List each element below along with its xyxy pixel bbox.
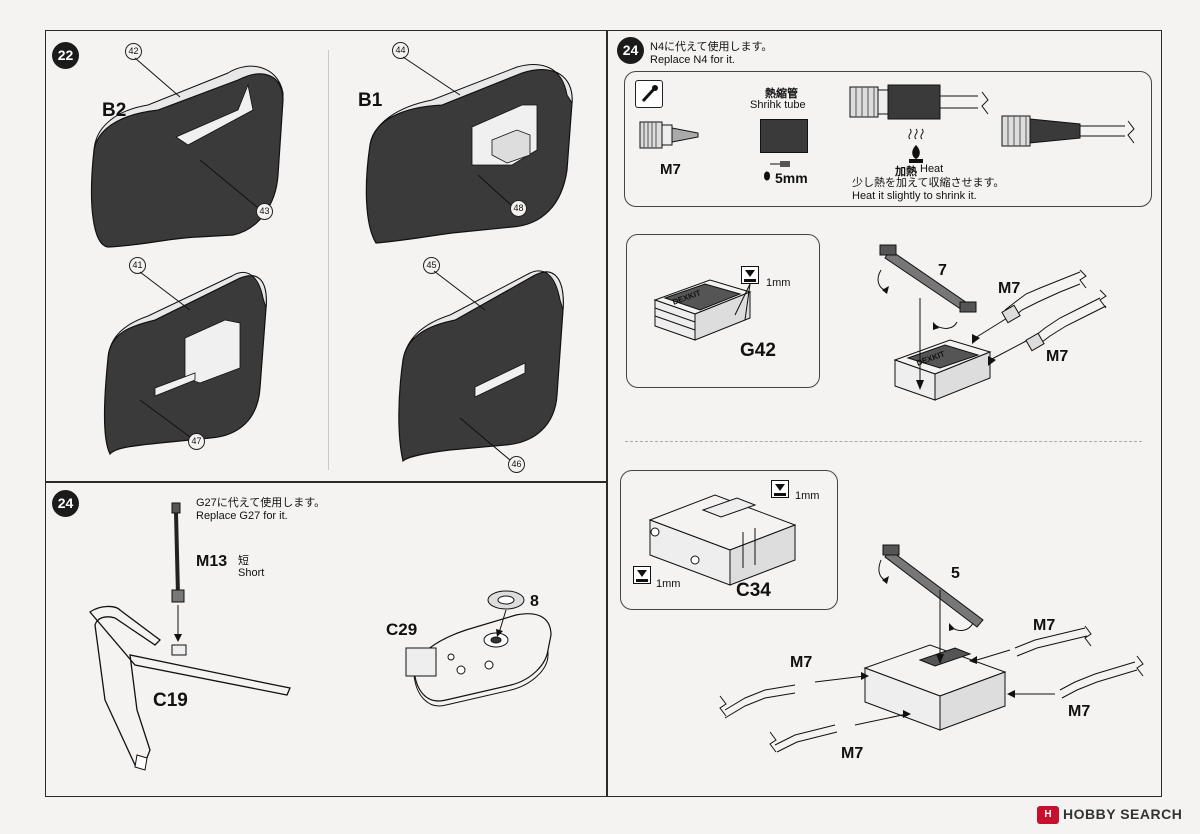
g42-detail-box: [626, 234, 820, 388]
g42-part-drawing: [653, 279, 752, 341]
part-label-g42: G42: [740, 340, 776, 361]
callout-41: 41: [129, 257, 146, 274]
c19-part-drawing: [89, 605, 291, 771]
tube-en: Shrihk tube: [750, 99, 806, 111]
panel-divider: [625, 441, 1142, 442]
callout-43: 43: [256, 203, 273, 220]
callout-45: 45: [423, 257, 440, 274]
tube-jp: 熱縮管: [765, 88, 798, 100]
shrink-jp: 少し熱を加えて収縮させます。: [852, 177, 1005, 189]
step-22-panel: [45, 30, 608, 483]
step-number-24-right: 24: [617, 37, 644, 64]
heat-jp: 加熱: [895, 166, 917, 178]
assembly-arrows: [719, 590, 1144, 753]
part-label-m7: M7: [998, 280, 1021, 297]
part-label-b2: B2: [102, 100, 127, 121]
shrink-en: Heat it slightly to shrink it.: [852, 190, 977, 202]
heat-shrink-instruction-box: [624, 71, 1152, 207]
step-number-22: 22: [52, 42, 79, 69]
scissor-icon: [764, 161, 790, 181]
b2-part-drawing: [90, 65, 284, 248]
callout-47: 47: [188, 433, 205, 450]
part-label-m7: M7: [660, 161, 681, 178]
drill-size: 1mm: [766, 277, 791, 289]
note-jp: N4に代えて使用します。: [650, 41, 773, 53]
m13-rod-drawing: [171, 502, 185, 642]
part-41-47-drawing: [103, 272, 267, 456]
part-label-m13: M13: [196, 553, 228, 570]
watermark-text: HOBBY SEARCH: [1063, 806, 1183, 822]
part-label-c29: C29: [386, 620, 418, 639]
leader-lines: [734, 283, 751, 321]
part-label-c34: C34: [736, 580, 771, 601]
note-en: Replace G27 for it.: [196, 510, 288, 522]
leader-lines: [402, 56, 512, 206]
part-label-m7: M7: [841, 745, 864, 762]
shrink-tube-drawing: [760, 119, 808, 153]
part-label-7: 7: [938, 262, 947, 279]
panel-divider: [328, 50, 329, 470]
callout-42: 42: [125, 43, 142, 60]
drill-icon: [771, 480, 789, 498]
drill-icon: [633, 566, 651, 584]
part-label-m7: M7: [1046, 348, 1069, 365]
step-24-right-panel: [606, 30, 1162, 797]
b1-part-drawing: [365, 63, 573, 244]
part-label-8: 8: [530, 593, 539, 610]
callout-46: 46: [508, 456, 525, 473]
step-24-bottom-panel: [45, 481, 608, 797]
callout-48: 48: [510, 200, 527, 217]
heat-en: Heat: [920, 163, 944, 175]
short-en: Short: [238, 567, 265, 579]
part-45-46-drawing: [398, 270, 564, 463]
leader-lines: [134, 57, 258, 208]
strap-5-drawing: [878, 544, 984, 631]
part-label-m7: M7: [790, 654, 813, 671]
note-jp: G27に代えて使用します。: [196, 497, 326, 509]
leader-lines: [139, 271, 191, 438]
c34-part-drawing: [648, 494, 797, 586]
step-number-24: 24: [52, 490, 79, 517]
short-jp: 短: [238, 555, 249, 567]
hobby-knife-icon: [635, 80, 663, 108]
drill-icon: [741, 266, 759, 284]
tube-length: 5mm: [775, 170, 808, 186]
c34-assembly-drawing: [863, 644, 1007, 731]
part-label-m7: M7: [1068, 703, 1091, 720]
strap-7-drawing: [877, 244, 977, 330]
leader-lines: [433, 270, 511, 461]
c34-detail-box: [620, 470, 838, 610]
connector-shrunk-drawing: [1001, 115, 1135, 147]
part-label-b1: B1: [358, 90, 383, 111]
part-label-c19: C19: [153, 690, 188, 711]
drill-size: 1mm: [795, 490, 820, 502]
note-en: Replace N4 for it.: [650, 54, 735, 66]
m7-connector-drawing: [639, 121, 699, 149]
connector-with-tube-drawing: [849, 84, 989, 120]
g42-assembly-drawing: [893, 339, 992, 401]
heat-icon: [908, 128, 924, 163]
assembly-arrows: [916, 269, 1107, 390]
drill-size: 1mm: [656, 578, 681, 590]
c29-part-drawing: [405, 590, 552, 707]
part-label-m7: M7: [1033, 617, 1056, 634]
callout-44: 44: [392, 42, 409, 59]
hobby-search-logo: H: [1037, 806, 1059, 824]
part-label-5: 5: [951, 565, 960, 582]
